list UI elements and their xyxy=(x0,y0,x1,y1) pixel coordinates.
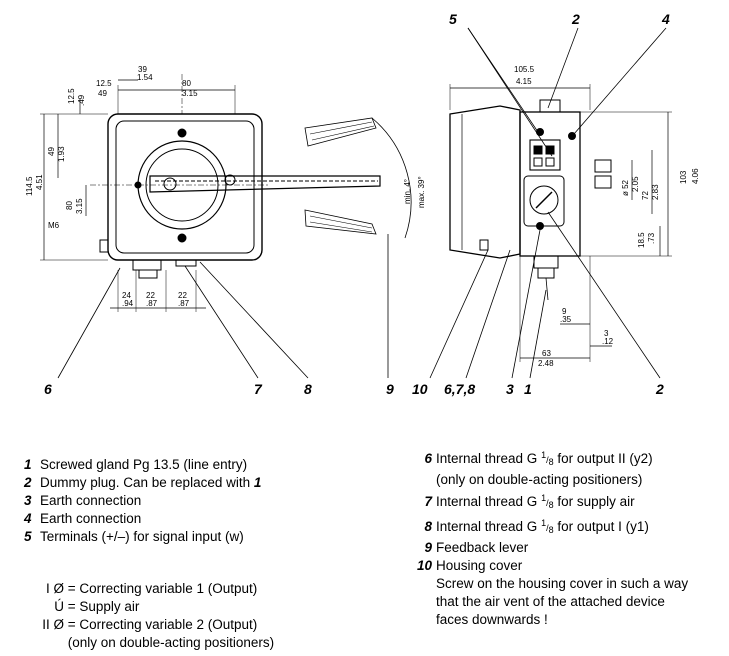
dim-0-87-a: .87 xyxy=(146,299,158,308)
callout-3: 3 xyxy=(506,381,514,397)
dim-2-83: 2.83 xyxy=(651,184,660,200)
dim-12-5: 12.5 xyxy=(96,79,112,88)
callout-6: 6 xyxy=(44,381,52,397)
dim-72: 72 xyxy=(641,191,650,200)
dim-49-vert: .49 xyxy=(77,94,86,106)
callout-2-bottom: 2 xyxy=(655,381,664,397)
dimension-drawing: 39 1.54 80 3.15 12.5 49 12.5 .49 49 1.93… xyxy=(25,11,700,397)
callout-4: 4 xyxy=(661,11,670,27)
dim-0-35: .35 xyxy=(560,315,572,324)
dim-49: 49 xyxy=(98,89,107,98)
callout-2-top: 2 xyxy=(571,11,580,27)
callout-6-7-8: 6,7,8 xyxy=(444,381,475,397)
dim-63: 63 xyxy=(542,349,551,358)
legend-item-6-cont: (only on double-acting positioners) xyxy=(436,472,643,487)
dim-39: 39 xyxy=(138,65,147,74)
dim-diameter-52: ø 52 xyxy=(621,179,630,196)
callout-1: 1 xyxy=(524,381,532,397)
front-view xyxy=(40,74,412,379)
callout-7: 7 xyxy=(254,381,263,397)
dim-0-73: .73 xyxy=(647,232,656,244)
legend-item-10-cont-2: that the air vent of the attached device xyxy=(436,594,665,609)
dim-1-93: 1.93 xyxy=(57,146,66,162)
dim-2-05: 2.05 xyxy=(631,176,640,192)
symbol-row-3: II Ø = Correcting variable 2 (Output) xyxy=(42,617,258,632)
dim-12-5-vert: 12.5 xyxy=(67,88,76,104)
dim-114-5: 114.5 xyxy=(25,176,34,196)
dim-3: 3 xyxy=(604,329,609,338)
dim-0-94: .94 xyxy=(122,299,134,308)
dim-4-06: 4.06 xyxy=(691,168,700,184)
dim-49-side: 49 xyxy=(47,147,56,156)
angle-max: max. 39° xyxy=(417,176,426,208)
dim-105-5: 105.5 xyxy=(514,65,535,74)
legend-item-10-cont-1: Screw on the housing cover in such a way xyxy=(436,576,689,591)
symbol-legend: I Ø = Correcting variable 1 (Output) Ú =… xyxy=(24,580,274,652)
dim-0-87-b: .87 xyxy=(178,299,190,308)
symbol-row-2: Ú = Supply air xyxy=(54,599,140,614)
dim-2-48: 2.48 xyxy=(538,359,554,368)
angle-min: min. 4° xyxy=(403,179,412,204)
dim-1-54: 1.54 xyxy=(137,73,153,82)
dim-22-b: 22 xyxy=(178,291,187,300)
dim-0-12: .12 xyxy=(602,337,614,346)
callout-9: 9 xyxy=(386,381,394,397)
callout-5: 5 xyxy=(449,11,457,27)
dim-80-top: 80 xyxy=(182,79,191,88)
dim-m6: M6 xyxy=(48,221,60,230)
dim-80-side: 80 xyxy=(65,201,74,210)
dim-103: 103 xyxy=(679,170,688,184)
dim-3-15-side: 3.15 xyxy=(75,198,84,214)
dim-3-15-top: 3.15 xyxy=(182,89,198,98)
dim-4-15: 4.15 xyxy=(516,77,532,86)
legend-item-10-cont-3: faces downwards ! xyxy=(436,612,548,627)
side-view xyxy=(429,27,672,379)
dim-22-a: 22 xyxy=(146,291,155,300)
dim-4-51: 4.51 xyxy=(35,174,44,190)
dim-9: 9 xyxy=(562,307,567,316)
dim-24: 24 xyxy=(122,291,131,300)
dim-18-5: 18.5 xyxy=(637,232,646,248)
symbol-row-1: I Ø = Correcting variable 1 (Output) xyxy=(45,581,258,596)
symbol-row-4: (only on double-acting positioners) xyxy=(67,635,275,650)
callout-10: 10 xyxy=(412,381,428,397)
callout-8: 8 xyxy=(304,381,312,397)
